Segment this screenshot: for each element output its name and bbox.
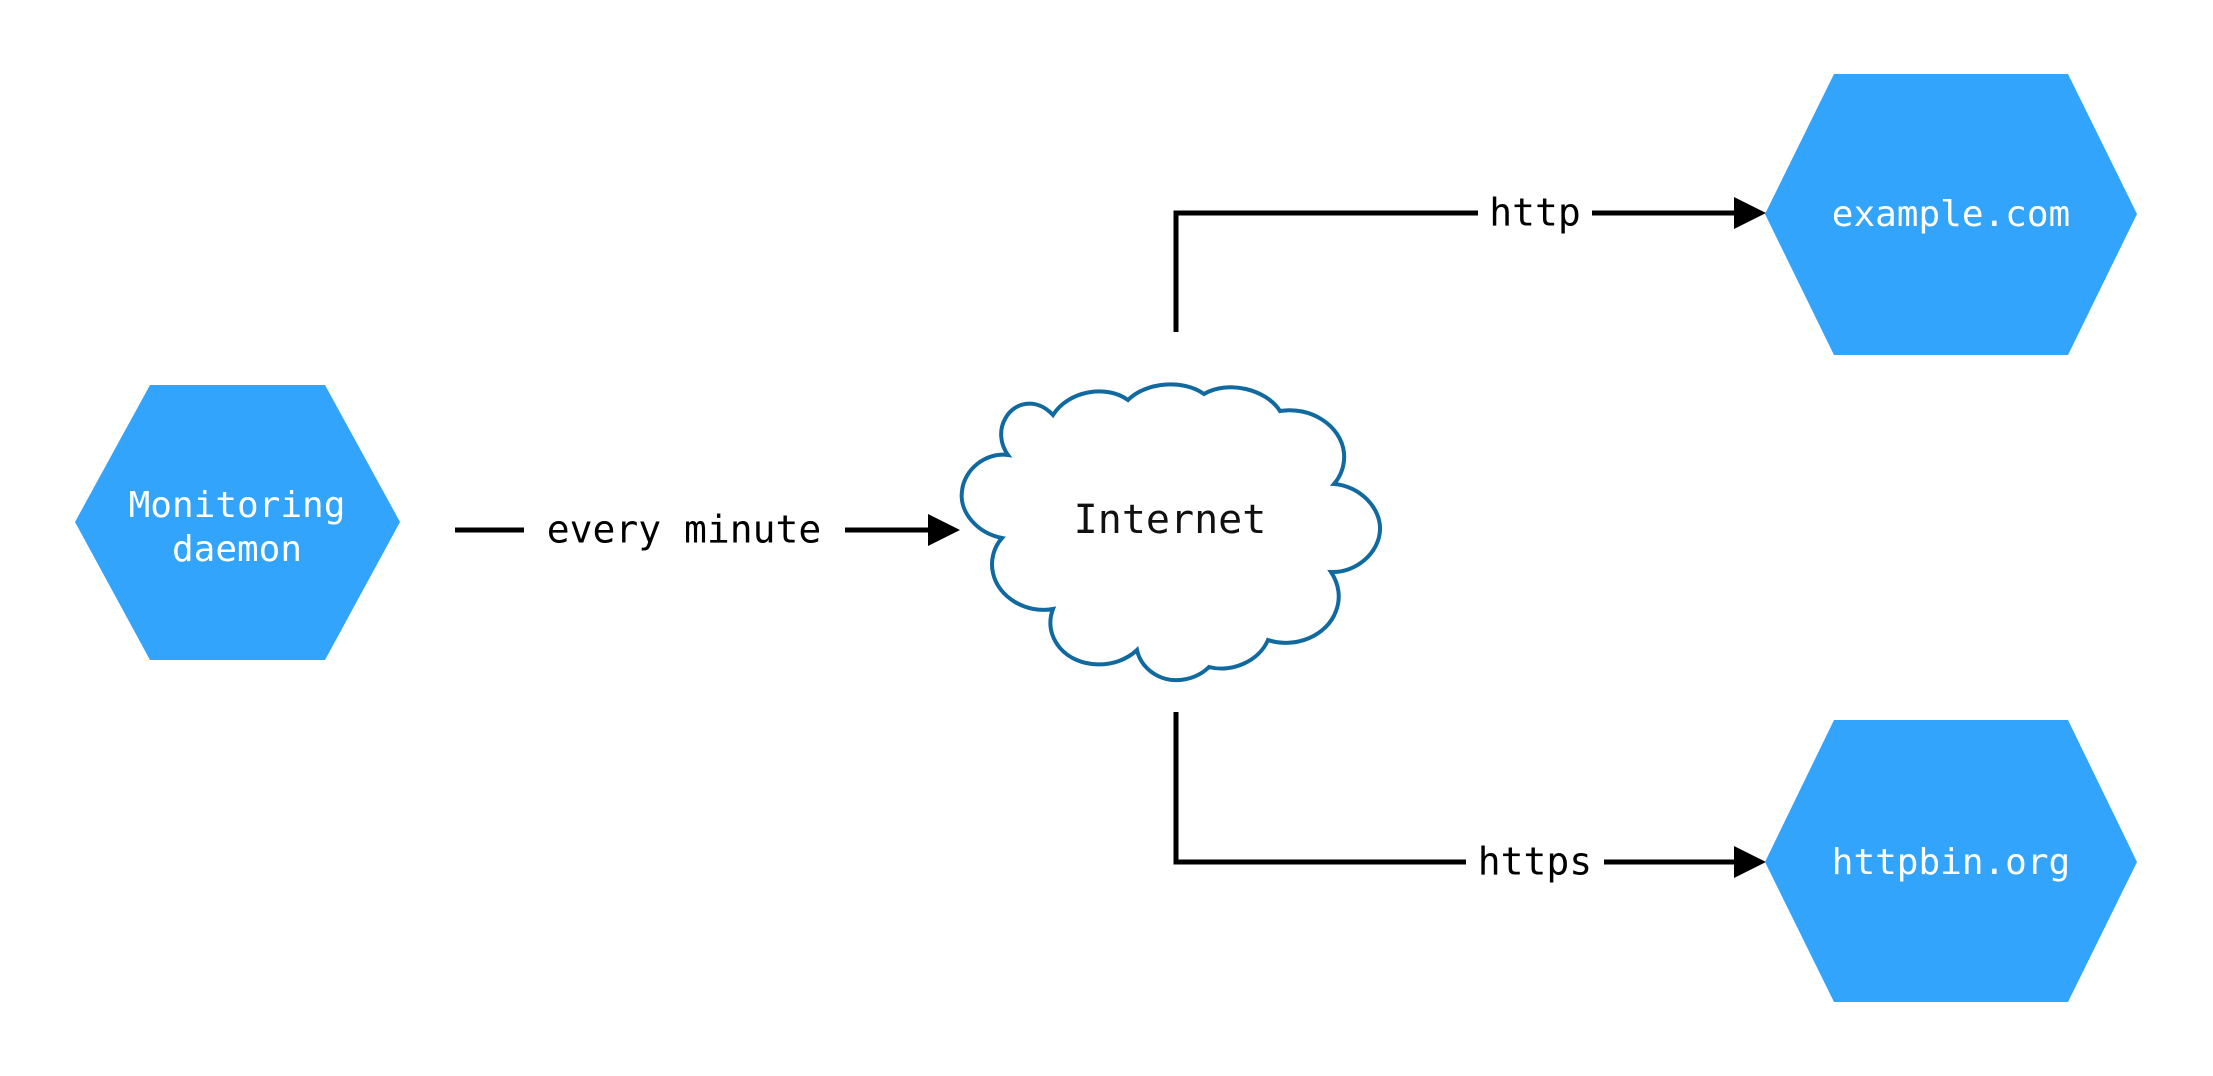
node-label-internet: Internet (1074, 497, 1267, 543)
edge-elbow-upper (1173, 210, 1478, 332)
edge-label-http: http (1489, 191, 1581, 235)
cloud-shape (959, 382, 1383, 683)
node-label-example-com: example.com (1832, 194, 2070, 235)
node-label-line1: Monitoring (129, 485, 346, 526)
node-label-line2: daemon (172, 529, 302, 570)
node-internet[interactable]: Internet (959, 382, 1383, 683)
node-label-httpbin-org: httpbin.org (1832, 842, 2070, 883)
edge-elbow-lower (1173, 712, 1466, 865)
edge-label-every-minute: every minute (547, 508, 822, 552)
arrowhead-icon (1734, 846, 1766, 878)
node-httpbin-org[interactable]: httpbin.org (1765, 720, 2137, 1002)
arrowhead-icon (928, 514, 960, 546)
edge-internet-to-example[interactable]: http (1173, 191, 1766, 333)
hexagon-shape (1765, 74, 2137, 355)
edge-daemon-to-internet[interactable]: every minute (455, 508, 960, 552)
hexagon-shape (75, 385, 400, 660)
edge-internet-to-httpbin[interactable]: https (1173, 712, 1766, 884)
node-example-com[interactable]: example.com (1765, 74, 2137, 355)
edge-label-https: https (1478, 840, 1592, 884)
node-monitoring-daemon[interactable]: Monitoring daemon (75, 385, 400, 660)
arrowhead-icon (1734, 197, 1766, 229)
hexagon-shape (1765, 720, 2137, 1002)
